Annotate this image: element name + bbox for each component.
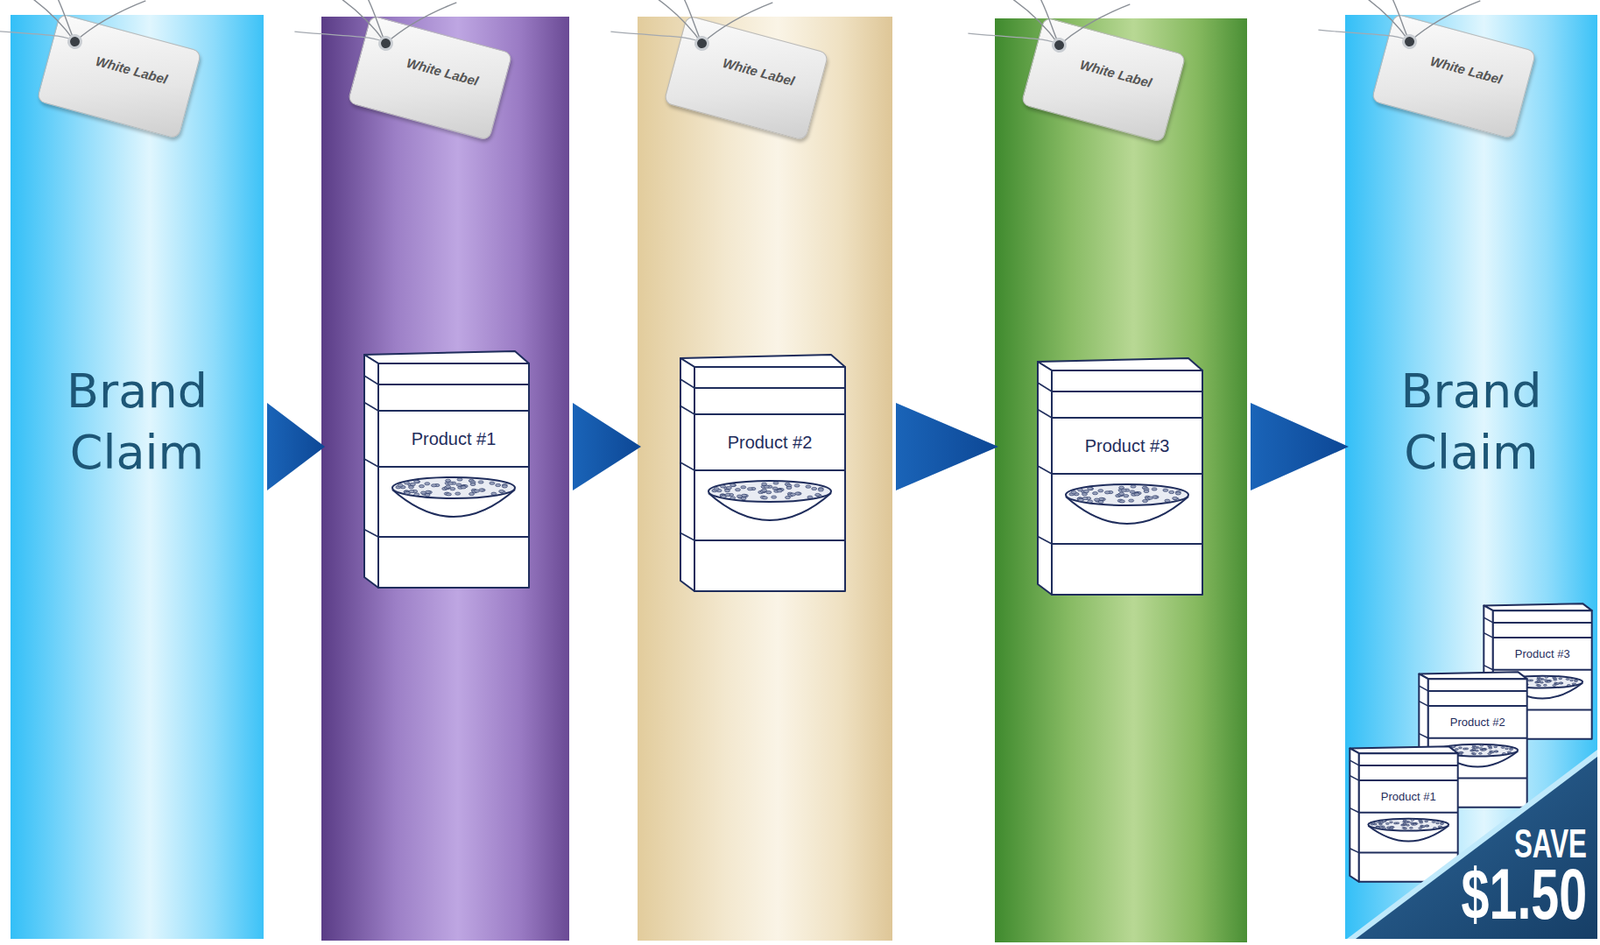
gradient-band: Brand Claim White Label [10,14,264,939]
cereal-box: Product #2 [678,352,847,593]
white-label-tag: White Label [662,14,829,141]
cereal-box-outline [362,349,531,590]
cereal-box-outline [1036,356,1205,597]
cereal-box: Product #1 [1348,745,1460,883]
gradient-band: White LabelProduct #3 [994,18,1248,943]
flow-arrow [572,402,642,491]
cereal-box: Product #1 [362,349,531,590]
tag-label: White Label [385,49,500,94]
cereal-box-outline [678,352,847,593]
white-label-tag: White Label [35,13,202,140]
product-label: Product #1 [378,410,529,467]
arrow-head [1250,402,1349,491]
brand-claim-text: Brand Claim [1345,360,1598,484]
save-amount: $1.50 [1460,858,1587,931]
product-label: Product #2 [694,414,846,471]
arrow-head [895,402,999,491]
cereal-box-outline [1348,745,1460,883]
tag-string [270,0,528,149]
white-label-tag: White Label [346,14,513,141]
tag-label: White Label [1409,48,1523,92]
arrow-head [572,402,642,491]
white-label-tag: White Label [1020,16,1186,143]
flow-arrow [267,402,325,491]
save-badge: SAVE$1.50 [1346,749,1598,939]
white-label-tag: White Label [1370,13,1537,140]
gradient-band: White LabelProduct #2 [637,16,893,941]
flow-arrow [895,402,999,491]
tag-label: White Label [701,49,816,94]
brand-claim-text: Brand Claim [10,360,264,484]
tag-string [1294,0,1551,147]
cereal-box: Product #3 [1036,356,1205,597]
flow-arrow [1250,402,1349,491]
tag-string [0,0,216,147]
product-label: Product #1 [1359,780,1459,813]
tag-label: White Label [1058,51,1173,96]
product-label: Product #3 [1493,637,1593,670]
tag-string [944,0,1201,150]
tag-string [586,0,844,149]
product-label: Product #2 [1428,705,1528,739]
gradient-band: Brand Claim White LabelProduct #1 Product … [1345,14,1598,939]
product-label: Product #3 [1051,417,1203,474]
gradient-band: White LabelProduct #1 [321,16,570,941]
arrow-head [267,402,325,491]
tag-label: White Label [74,48,189,92]
